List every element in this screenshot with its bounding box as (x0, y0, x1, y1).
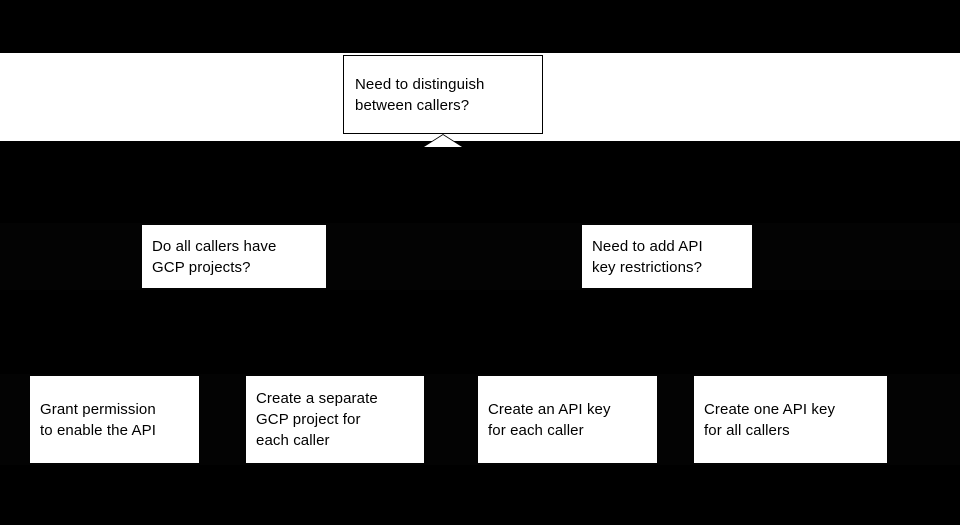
band-bottom-black (0, 465, 960, 525)
band-lower-black (0, 290, 960, 374)
node-label: Create a separate GCP project for each c… (256, 390, 378, 449)
node-create-one-api-key-for-all-callers[interactable]: Create one API key for all callers (694, 376, 887, 463)
chevron-connector (421, 134, 465, 148)
node-create-an-api-key-for-each-caller[interactable]: Create an API key for each caller (478, 376, 657, 463)
chevron-fill-icon (424, 135, 462, 147)
node-grant-permission-to-enable-the-api[interactable]: Grant permission to enable the API (30, 376, 199, 463)
node-need-to-distinguish-between-callers[interactable]: Need to distinguish between callers? (343, 55, 543, 134)
node-label: Create one API key for all callers (704, 400, 836, 439)
node-need-to-add-api-key-restrictions[interactable]: Need to add API key restrictions? (582, 225, 752, 288)
node-label: Grant permission to enable the API (40, 400, 156, 439)
node-label: Need to distinguish between callers? (355, 75, 485, 114)
node-label: Need to add API key restrictions? (592, 237, 703, 276)
node-label: Do all callers have GCP projects? (152, 237, 277, 276)
node-label: Create an API key for each caller (488, 400, 611, 439)
node-create-a-separate-gcp-project-for-each-caller[interactable]: Create a separate GCP project for each c… (246, 376, 424, 463)
band-top-black (0, 0, 960, 53)
band-mid-black (0, 141, 960, 223)
node-do-all-callers-have-gcp-projects[interactable]: Do all callers have GCP projects? (142, 225, 326, 288)
